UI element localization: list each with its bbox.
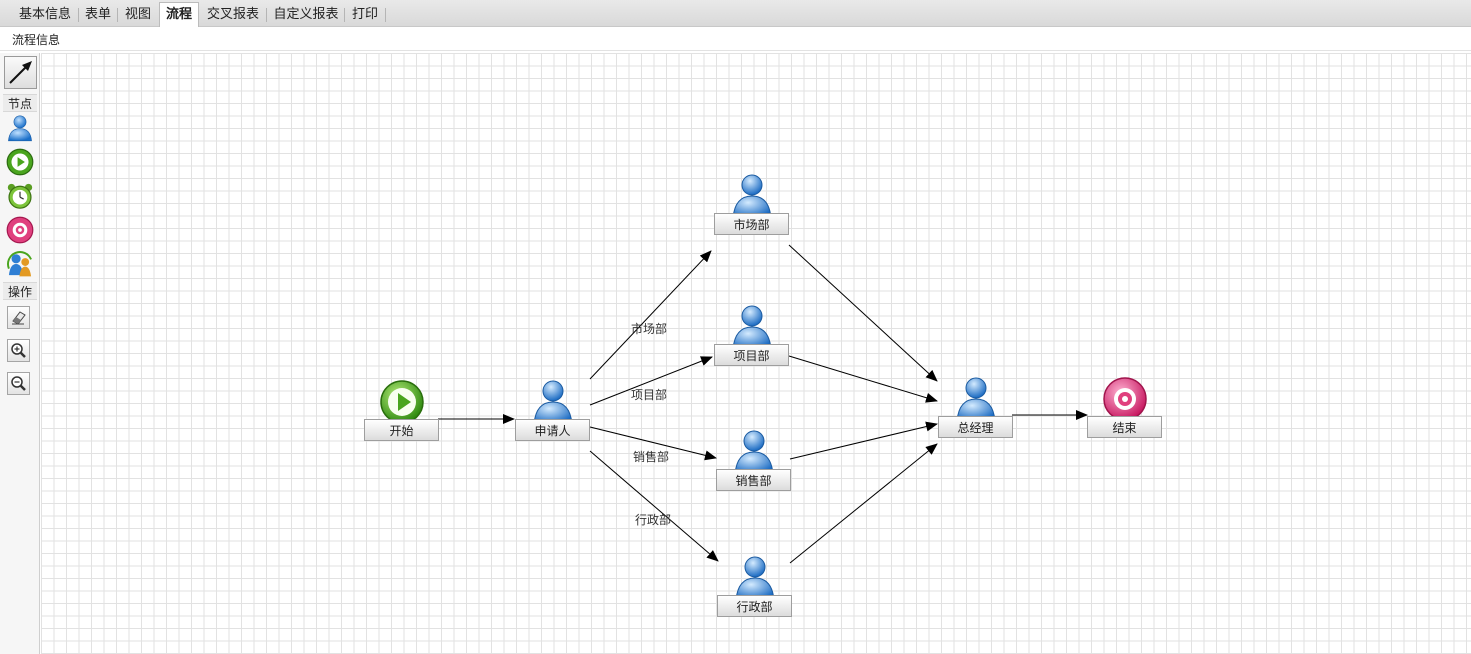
node-general-manager[interactable]: 总经理 [938,376,1013,446]
user-icon [735,556,775,601]
sub-header: 流程信息 [0,27,1471,51]
node-label: 行政部 [717,595,792,617]
node-applicant[interactable]: 申请人 [515,379,590,449]
edge-label-admin[interactable]: 行政部 [635,513,672,527]
workflow-toolbar: 节点 [0,53,40,654]
tab-form[interactable]: 表单 [84,7,111,22]
tab-separator [78,8,79,22]
node-label: 开始 [364,419,439,441]
edge-label-marketing[interactable]: 市场部 [631,322,668,336]
edge-sales-gm[interactable] [789,421,938,460]
tool-group-node[interactable] [5,249,35,279]
tool-end-node[interactable] [5,215,35,245]
node-label: 市场部 [714,213,789,235]
alarm-clock-icon [7,183,33,209]
zoom-in-button[interactable] [7,339,30,362]
zoom-in-icon [11,343,26,358]
tool-start-node[interactable] [5,147,35,177]
edge-applicant-project[interactable] [589,356,713,406]
user-group-icon [7,251,32,277]
select-arrow-tool[interactable] [4,56,37,89]
zoom-out-button[interactable] [7,372,30,395]
tab-basic-info[interactable]: 基本信息 [18,7,71,22]
user-icon [8,115,32,142]
node-admin[interactable]: 行政部 [717,555,792,625]
operations-section-label: 操作 [3,282,37,300]
edge-label-project[interactable]: 项目部 [631,388,668,402]
tab-separator [117,8,118,22]
target-icon [1103,377,1147,421]
edge-applicant-sales[interactable] [589,426,717,461]
tab-separator [385,8,386,22]
node-label: 项目部 [714,344,789,366]
play-icon [6,148,34,176]
eraser-icon [12,311,26,325]
node-end[interactable]: 结束 [1087,376,1162,446]
tool-user-node[interactable] [5,113,35,143]
user-icon [732,305,772,350]
workflow-canvas[interactable]: 市场部 项目部 销售部 行政部 开始 申请人 市场部 [41,53,1471,654]
nodes-section-label: 节点 [3,94,37,112]
node-sales[interactable]: 销售部 [716,429,791,499]
arrow-pointer-icon [9,61,32,84]
edge-applicant-marketing[interactable] [589,250,712,380]
tab-separator [344,8,345,22]
user-icon [732,174,772,219]
node-project[interactable]: 项目部 [714,304,789,374]
tab-print[interactable]: 打印 [351,7,378,22]
target-icon [6,216,34,244]
tab-workflow[interactable]: 流程 [159,2,199,28]
tab-cross-report[interactable]: 交叉报表 [206,7,259,22]
node-marketing[interactable]: 市场部 [714,173,789,243]
tab-separator [266,8,267,22]
edge-applicant-admin[interactable] [589,450,719,562]
node-label: 总经理 [938,416,1013,438]
user-icon [533,380,573,425]
eraser-button[interactable] [7,306,30,329]
tab-bar: 基本信息 表单 视图 流程 交叉报表 自定义报表 打印 [0,0,1471,28]
tab-custom-report[interactable]: 自定义报表 [273,7,339,22]
tool-timer-node[interactable] [5,181,35,211]
section-title: 流程信息 [12,33,61,47]
user-icon [734,430,774,475]
node-label: 结束 [1087,416,1162,438]
node-start[interactable]: 开始 [364,379,439,449]
workflow-edges [438,244,1088,564]
edge-project-gm[interactable] [788,355,938,403]
node-label: 销售部 [716,469,791,491]
zoom-out-icon [11,376,26,391]
user-icon [956,377,996,422]
tab-view[interactable]: 视图 [124,7,151,22]
edge-marketing-gm[interactable] [788,244,938,382]
edge-admin-gm[interactable] [789,443,938,564]
node-label: 申请人 [515,419,590,441]
edge-label-sales[interactable]: 销售部 [633,450,670,464]
